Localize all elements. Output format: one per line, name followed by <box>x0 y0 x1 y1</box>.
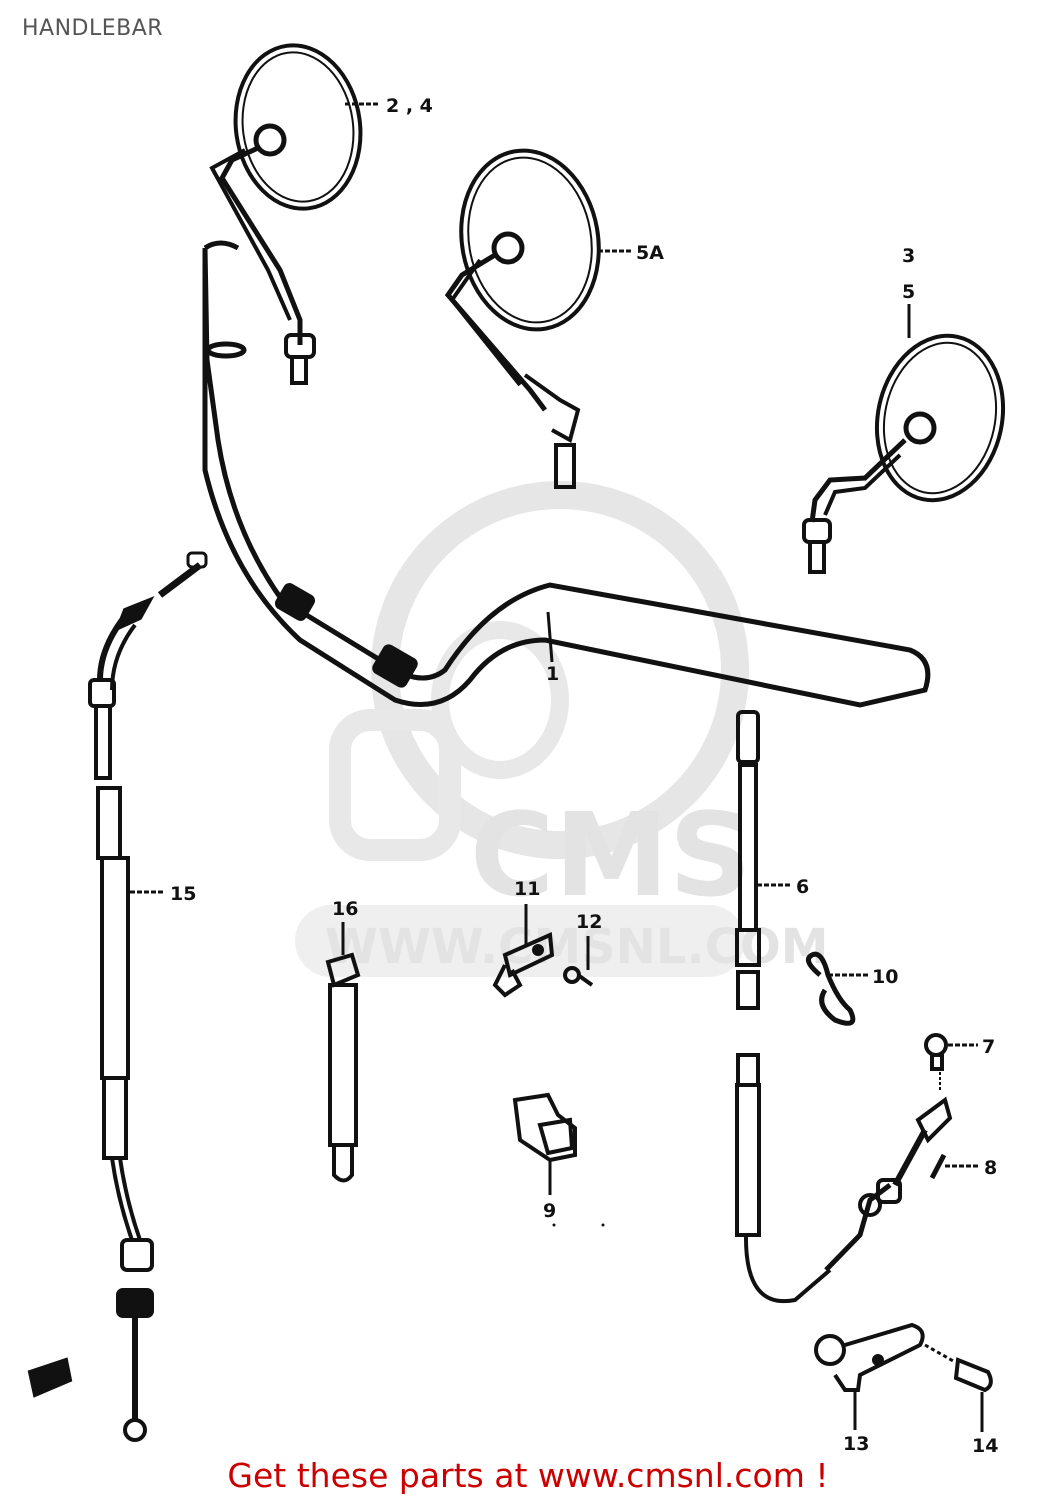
callout-9: 9 <box>543 1200 556 1222</box>
callout-14: 14 <box>972 1435 998 1457</box>
callout-11: 11 <box>514 878 540 900</box>
bolt[interactable] <box>924 1033 948 1092</box>
clutch-cable[interactable] <box>735 710 953 1304</box>
watermark-logo: CMS <box>470 789 752 923</box>
mirror-alt[interactable] <box>444 140 612 489</box>
callout-5: 5 <box>902 281 915 303</box>
callout-16: 16 <box>332 898 358 920</box>
callout-6: 6 <box>796 876 809 898</box>
clip-spring[interactable] <box>805 951 856 1026</box>
mirror-left[interactable] <box>209 37 371 385</box>
callout-12: 12 <box>576 911 602 933</box>
page-title: HANDLEBAR <box>22 16 164 41</box>
callout-15: 15 <box>170 883 196 905</box>
pin[interactable] <box>929 1153 947 1180</box>
callout-10: 10 <box>872 966 898 988</box>
callout-2-4: 2 , 4 <box>386 95 433 117</box>
lever-arm[interactable] <box>814 1322 925 1430</box>
callout-1: 1 <box>546 663 559 685</box>
bracket[interactable] <box>492 932 555 998</box>
callout-5A: 5A <box>636 242 664 264</box>
handlebar[interactable] <box>202 240 931 708</box>
screw[interactable] <box>563 966 594 987</box>
mirror-right[interactable] <box>802 324 1018 574</box>
footer-link[interactable]: Get these parts at www.cmsnl.com ! <box>227 1456 829 1495</box>
callout-7: 7 <box>982 1036 995 1058</box>
callout-13: 13 <box>843 1433 869 1455</box>
callout-8: 8 <box>984 1157 997 1179</box>
pin-bolt[interactable] <box>953 1357 993 1432</box>
callout-3: 3 <box>902 245 915 267</box>
watermark: CMS WWW.CMSNL.COM <box>295 481 829 977</box>
cable-guide[interactable] <box>325 952 361 1183</box>
switch-connector[interactable] <box>512 1092 577 1195</box>
throttle-cable[interactable] <box>27 551 208 1442</box>
